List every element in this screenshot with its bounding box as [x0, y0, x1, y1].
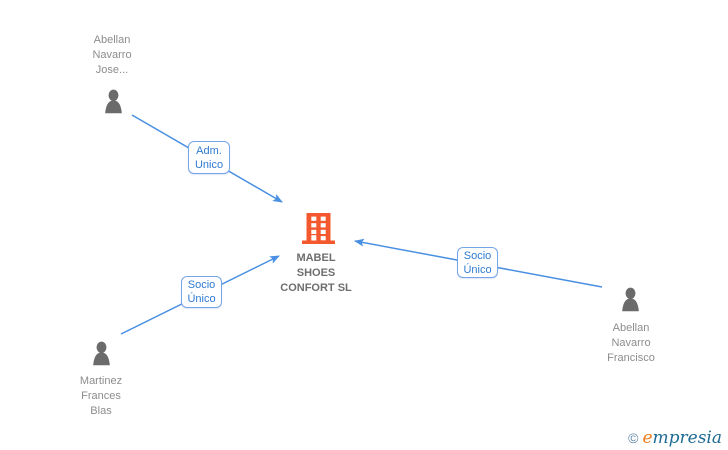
edge-label-line: Adm.	[196, 144, 222, 157]
empresia-logo[interactable]: © empresia	[628, 429, 722, 447]
person-label-martinez-blas[interactable]: Martinez Frances Blas	[51, 374, 151, 419]
person-label-line: Blas	[90, 405, 112, 417]
edge-label-line: Socio	[187, 279, 216, 291]
brand-initial: e	[642, 428, 653, 448]
company-building-icon[interactable]	[302, 213, 335, 244]
company-label[interactable]: MABEL SHOES CONFORT SL	[256, 251, 376, 296]
edge-label-line: Unico	[194, 158, 224, 171]
person-label-line: Martinez	[79, 375, 123, 387]
person-label-line: Abellan	[93, 34, 131, 46]
edge-label-line: Socio	[463, 249, 492, 262]
person-icon-abellan-francisco[interactable]	[617, 287, 644, 314]
person-label-abellan-francisco[interactable]: Abellan Navarro Francisco	[581, 321, 681, 366]
brand-rest: mpresia	[652, 428, 723, 448]
brand-wordmark: empresia	[642, 429, 722, 447]
person-icon-abellan-jose[interactable]	[100, 89, 127, 116]
person-label-line: Jose...	[95, 64, 129, 76]
edge-label-line: Único	[187, 293, 216, 305]
company-label-line: CONFORT SL	[280, 282, 352, 294]
person-label-line: Navarro	[92, 49, 132, 61]
edge-label-line: Único	[463, 263, 492, 276]
person-label-line: Francisco	[607, 352, 655, 364]
person-label-line: Frances	[81, 390, 121, 402]
company-label-line: MABEL	[296, 252, 336, 264]
edge-label-socio-unico-left[interactable]: Socio Único	[181, 276, 222, 308]
copyright-icon: ©	[628, 430, 639, 446]
edge-label-adm-unico[interactable]: Adm. Unico	[188, 141, 230, 174]
company-label-line: SHOES	[296, 267, 336, 279]
person-icon-martinez-blas[interactable]	[88, 341, 115, 368]
edge-label-socio-unico-right[interactable]: Socio Único	[457, 247, 498, 278]
person-label-abellan-jose[interactable]: Abellan Navarro Jose...	[62, 33, 162, 78]
person-label-line: Abellan	[612, 322, 650, 334]
person-label-line: Navarro	[611, 337, 651, 349]
